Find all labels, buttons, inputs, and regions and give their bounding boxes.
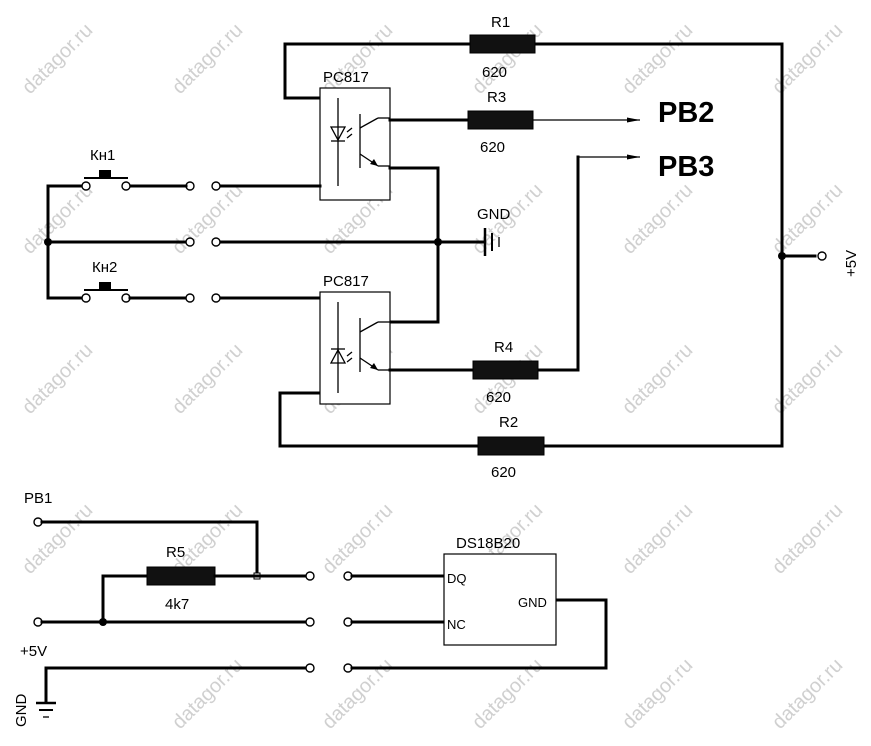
r1-value: 620	[482, 64, 507, 81]
wire-btn2	[128, 293, 322, 303]
sensor-label: DS18B20	[456, 535, 520, 552]
r4-value: 620	[486, 389, 511, 406]
watermark: datagor.ru	[618, 179, 697, 258]
r5-value: 4k7	[165, 596, 189, 613]
resistor-r3: R3 620 PB2	[388, 89, 714, 156]
watermark: datagor.ru	[768, 19, 847, 98]
sensor-ds18b20: DS18B20 DQ NC GND	[443, 535, 557, 646]
btn2-label: Кн2	[92, 259, 117, 276]
btn1-label: Кн1	[90, 147, 115, 164]
wire-btn1	[128, 181, 322, 191]
watermark: datagor.ru	[618, 654, 697, 733]
gnd-bottom-net: GND	[13, 663, 315, 728]
vcc-right-label: +5V	[843, 250, 860, 277]
r4-name: R4	[494, 339, 513, 356]
r3-name: R3	[487, 89, 506, 106]
button-kn2: Кн2	[81, 259, 131, 303]
watermark: datagor.ru	[618, 19, 697, 98]
r2-name: R2	[499, 414, 518, 431]
r3-value: 620	[480, 139, 505, 156]
left-rail	[44, 184, 221, 300]
pb3-label: PB3	[658, 151, 714, 183]
sensor-pin-nc: NC	[447, 617, 466, 632]
watermark: datagor.ru	[18, 339, 97, 418]
optocoupler-2: PC817	[319, 273, 391, 405]
watermark: datagor.ru	[168, 654, 247, 733]
r1-name: R1	[491, 14, 510, 31]
resistor-r4: R4 620	[388, 339, 539, 406]
watermark: datagor.ru	[468, 654, 547, 733]
wire-emitters	[388, 166, 440, 324]
gnd-top-label: GND	[477, 206, 511, 223]
pb1-label: PB1	[24, 490, 52, 507]
watermark: datagor.ru	[168, 179, 247, 258]
watermark: datagor.ru	[618, 339, 697, 418]
opto2-label: PC817	[323, 273, 369, 290]
button-kn1: Кн1	[81, 147, 131, 191]
vcc-right-terminal: +5V	[778, 250, 860, 277]
optocoupler-1: PC817	[319, 69, 391, 201]
watermark: datagor.ru	[18, 179, 97, 258]
vcc-bottom-net: +5V	[20, 617, 315, 660]
sensor-pin-dq: DQ	[447, 571, 467, 586]
resistor-r1: R1 620	[469, 14, 536, 81]
watermark: datagor.ru	[318, 654, 397, 733]
watermark: datagor.ru	[18, 499, 97, 578]
sensor-pin-gnd: GND	[518, 595, 547, 610]
gnd-bottom-label: GND	[13, 694, 30, 728]
watermark: datagor.ru	[468, 19, 547, 98]
watermark: datagor.ru	[168, 19, 247, 98]
watermark: datagor.ru	[318, 19, 397, 98]
watermark: datagor.ru	[768, 339, 847, 418]
r2-value: 620	[491, 464, 516, 481]
watermark: datagor.ru	[18, 19, 97, 98]
wire-pb3: PB3	[536, 151, 714, 372]
watermark: datagor.ru	[168, 339, 247, 418]
resistor-r2: R2 620	[477, 414, 545, 481]
watermark-layer: datagor.ru datagor.ru datagor.ru datagor…	[18, 19, 847, 733]
ground-top: GND	[219, 206, 511, 256]
wire-r1-net	[278, 42, 784, 448]
watermark: datagor.ru	[768, 654, 847, 733]
r5-name: R5	[166, 544, 185, 561]
watermark: datagor.ru	[768, 499, 847, 578]
pb1-net: PB1	[24, 490, 261, 580]
watermark: datagor.ru	[768, 179, 847, 258]
watermark: datagor.ru	[618, 499, 697, 578]
sensor-wires	[343, 571, 608, 673]
watermark: datagor.ru	[318, 499, 397, 578]
pb2-label: PB2	[658, 97, 714, 129]
vcc-bottom-label: +5V	[20, 643, 47, 660]
resistor-r5: R5 4k7	[101, 544, 315, 624]
opto1-label: PC817	[323, 69, 369, 86]
